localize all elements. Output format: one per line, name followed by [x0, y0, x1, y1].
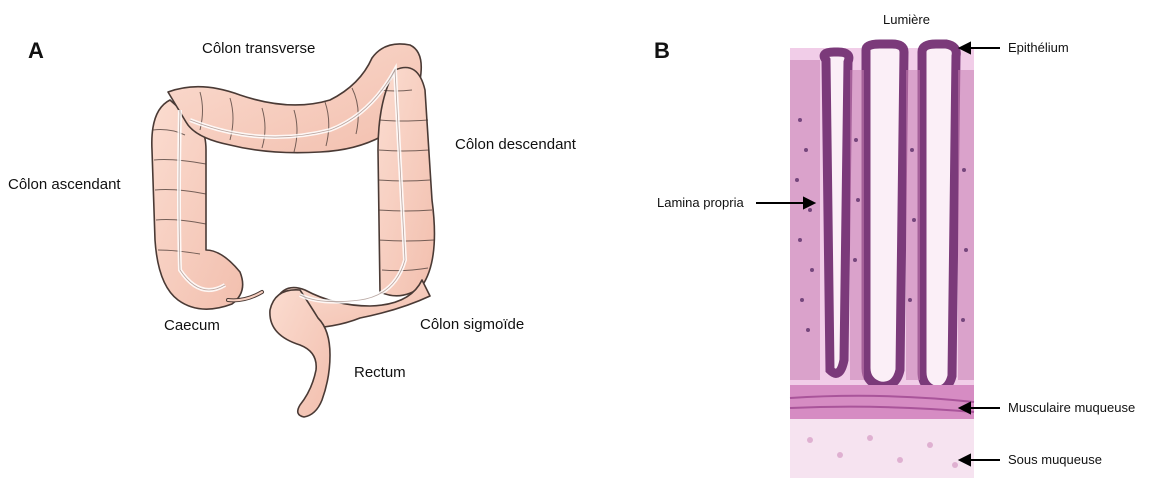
label-submucosa: Sous muqueuse	[1008, 452, 1102, 467]
histology-image	[790, 44, 974, 478]
label-rectum: Rectum	[354, 364, 406, 381]
label-descending-colon: Côlon descendant	[455, 136, 576, 153]
label-ascending-colon: Côlon ascendant	[8, 176, 121, 193]
label-transverse-colon: Côlon transverse	[202, 40, 315, 57]
label-lamina-propria: Lamina propria	[657, 195, 744, 210]
label-caecum: Caecum	[164, 317, 220, 334]
label-lumen: Lumière	[883, 12, 930, 27]
label-sigmoid-colon: Côlon sigmoïde	[420, 316, 524, 333]
label-muscularis-mucosae: Musculaire muqueuse	[1008, 400, 1135, 415]
label-epithelium: Epithélium	[1008, 40, 1069, 55]
